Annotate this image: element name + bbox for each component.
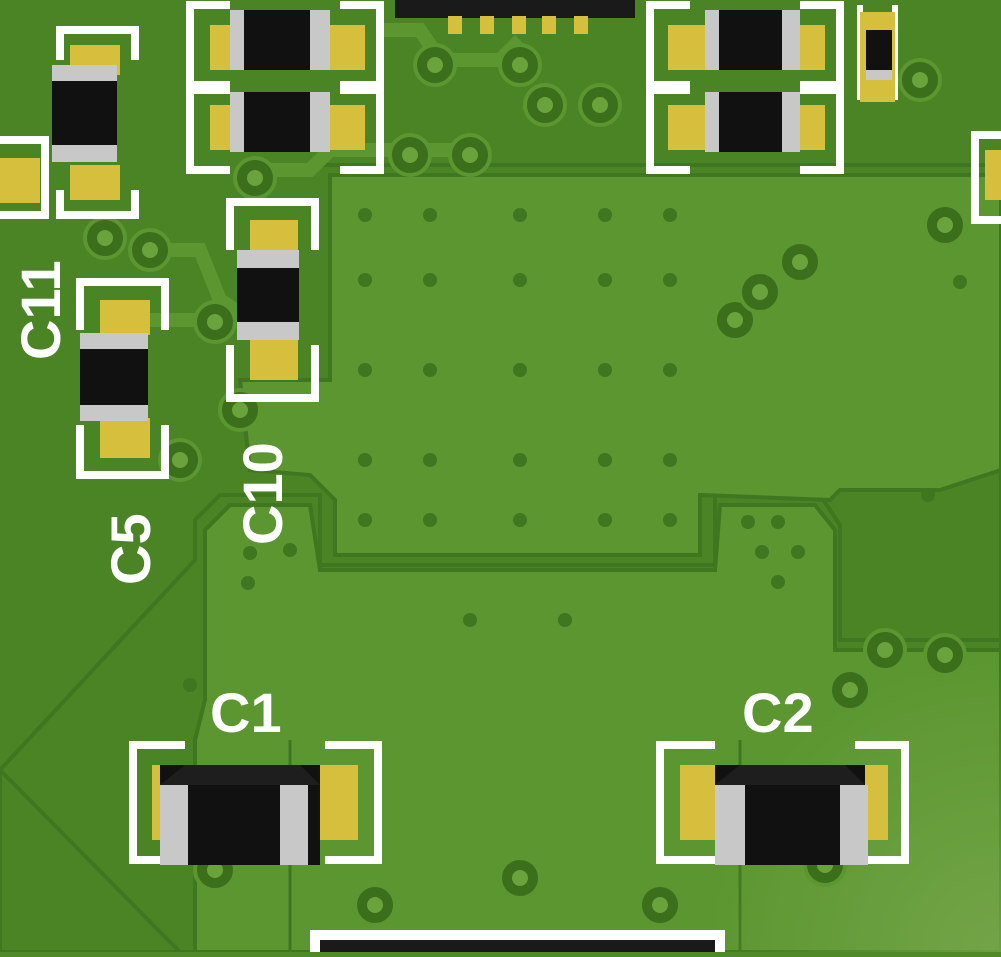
micro-via [771,575,785,589]
capacitor-c1 [129,741,382,865]
capacitor-top-left-pair [186,1,384,174]
micro-via [953,275,967,289]
micro-via [241,576,255,590]
via-hole [427,57,443,73]
capacitor-top-right-pair [646,1,844,174]
micro-via [423,513,437,527]
micro-via [598,363,612,377]
micro-via [358,273,372,287]
capacitor-c10 [226,198,319,402]
micro-via [558,613,572,627]
via-hole [592,97,608,113]
micro-via [423,208,437,222]
via-hole [537,97,553,113]
via-hole [367,897,383,913]
via-hole [912,72,928,88]
micro-via [598,453,612,467]
label-c1: C1 [210,681,282,744]
ic-top [395,0,635,34]
micro-via [921,488,935,502]
via-hole [792,254,808,270]
via-hole [207,862,223,878]
capacitor-c2 [656,741,909,865]
small-component-top-right [857,5,898,102]
micro-via [513,453,527,467]
micro-via [598,273,612,287]
micro-via [513,208,527,222]
micro-via [663,208,677,222]
via-hole [727,312,743,328]
via-hole [247,170,263,186]
micro-via [771,515,785,529]
micro-via [358,453,372,467]
via-hole [937,647,953,663]
via-hole [512,57,528,73]
micro-via [598,513,612,527]
via-hole [232,402,248,418]
capacitor-c5 [76,278,169,479]
micro-via [741,515,755,529]
micro-via [183,678,197,692]
label-c11: C11 [9,260,72,360]
micro-via [243,546,257,560]
micro-via [423,363,437,377]
micro-via [791,545,805,559]
micro-via [663,513,677,527]
micro-via [663,273,677,287]
via-hole [97,230,113,246]
micro-via [598,208,612,222]
label-c10: C10 [231,442,294,545]
micro-via [663,453,677,467]
micro-via [358,513,372,527]
ic-bottom [310,930,725,952]
via-hole [512,870,528,886]
via-hole [462,147,478,163]
label-c2: C2 [742,681,814,744]
label-c5: C5 [99,513,162,585]
capacitor-c11 [0,26,139,219]
via-hole [752,284,768,300]
via-hole [402,147,418,163]
via-hole [652,897,668,913]
via-hole [877,642,893,658]
micro-via [463,613,477,627]
micro-via [513,273,527,287]
via-hole [842,682,858,698]
micro-via [423,273,437,287]
via-hole [937,217,953,233]
micro-via [755,545,769,559]
pad-right-edge [971,131,1001,224]
micro-via [513,513,527,527]
micro-via [423,453,437,467]
via-hole [172,452,188,468]
vias [83,43,967,927]
micro-via [513,363,527,377]
micro-via [283,543,297,557]
micro-via [663,363,677,377]
micro-via [358,208,372,222]
via-hole [207,314,223,330]
micro-via [358,363,372,377]
via-hole [142,242,158,258]
